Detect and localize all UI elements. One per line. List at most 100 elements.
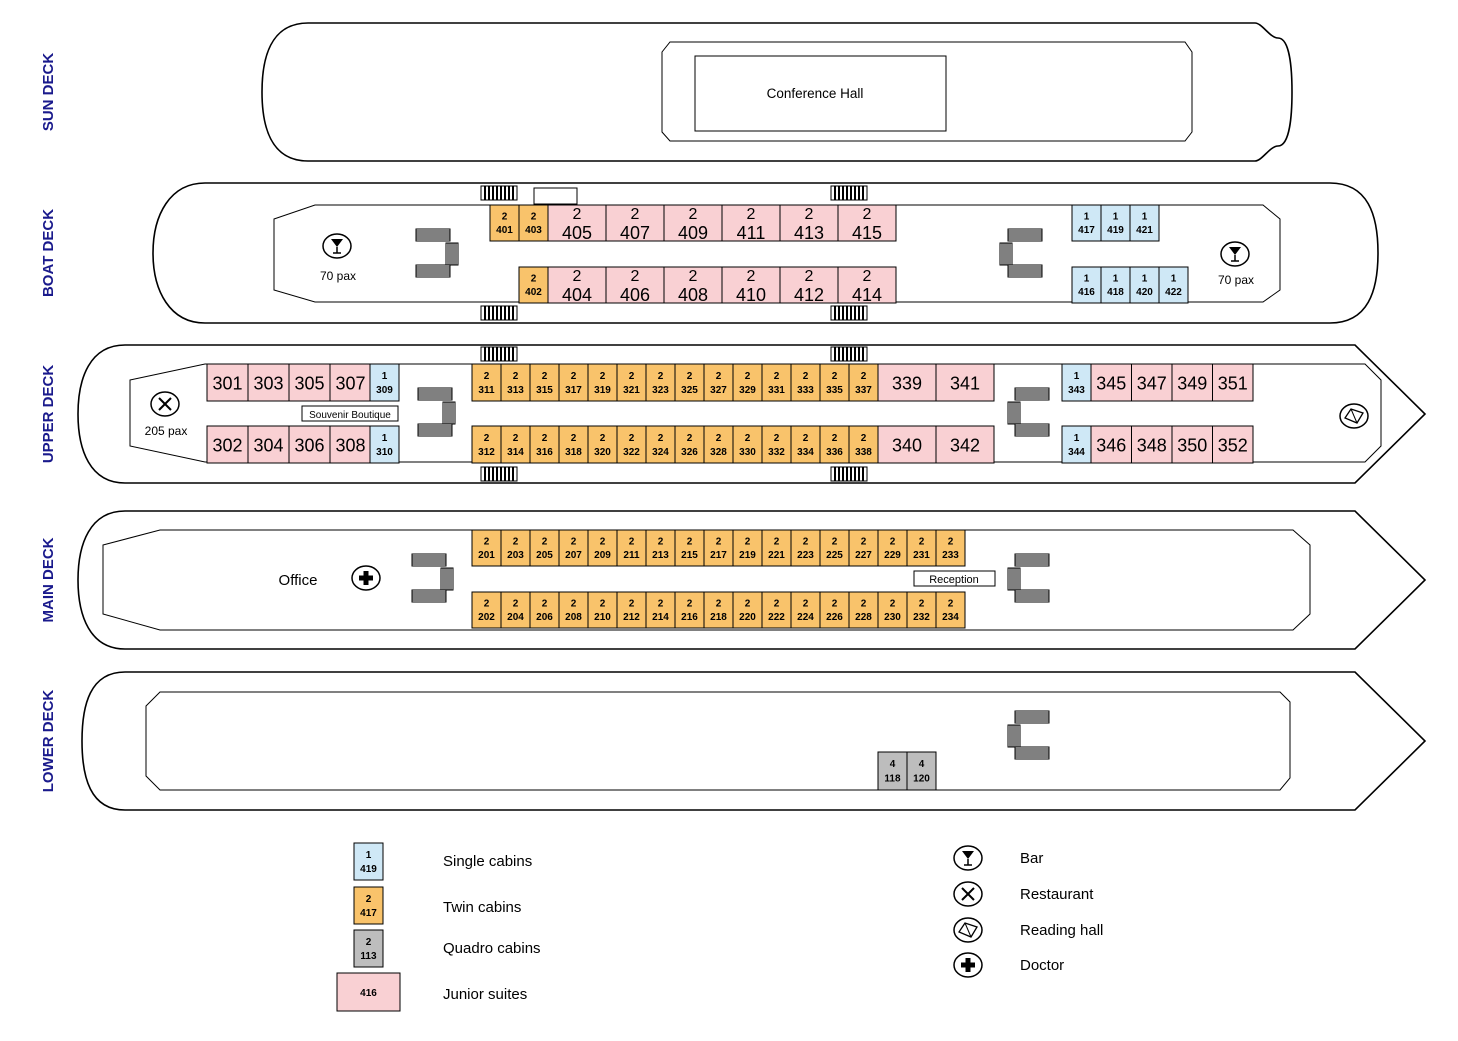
cabin-number: 306	[294, 436, 324, 456]
cabin-number: 326	[681, 447, 698, 458]
legend-label: Doctor	[1020, 957, 1064, 974]
reading-hall-icon	[1339, 403, 1369, 429]
cabin-number: 228	[855, 612, 872, 623]
cabin-345: 345	[1090, 363, 1132, 402]
cabin-berths: 2	[571, 598, 577, 609]
cabin-number: 206	[536, 612, 553, 623]
cabin-number: 347	[1137, 374, 1167, 394]
reception-label: Reception	[929, 574, 979, 586]
cabin-berths: 1	[1084, 273, 1090, 284]
cabin-berths: 2	[716, 536, 722, 547]
cabin-number: 321	[623, 385, 640, 396]
cabin-341: 341	[935, 363, 995, 402]
conference-hall-label: Conference Hall	[767, 86, 864, 101]
cabin-berths: 2	[687, 371, 693, 382]
cabin-berths: 2	[531, 211, 537, 222]
legend-cabin-berths: 2	[366, 894, 372, 905]
cabin-number: 230	[884, 612, 901, 623]
cabin-berths: 2	[745, 433, 751, 444]
cabin-berths: 2	[484, 433, 490, 444]
cabin-berths: 2	[658, 371, 664, 382]
cabin-berths: 2	[774, 536, 780, 547]
cabin-number: 316	[536, 447, 553, 458]
cabin-berths: 2	[600, 536, 606, 547]
cabin-berths: 2	[571, 371, 577, 382]
cabin-number: 416	[1078, 287, 1095, 298]
cabin-berths: 1	[382, 371, 388, 382]
bar-capacity-right: 70 pax	[1218, 273, 1254, 287]
cabin-number: 406	[620, 285, 650, 305]
cabin-berths: 2	[863, 268, 872, 285]
cabin-berths: 2	[571, 433, 577, 444]
cabin-number: 120	[913, 774, 930, 785]
cabin-number: 221	[768, 550, 785, 561]
cabin-number: 211	[623, 550, 640, 561]
cabin-number: 303	[253, 374, 283, 394]
cabin-berths: 2	[513, 433, 519, 444]
bar-icon	[322, 233, 352, 259]
cabin-346: 346	[1090, 425, 1132, 464]
cabin-number: 315	[536, 385, 553, 396]
cabin-berths: 2	[629, 598, 635, 609]
cabin-number: 345	[1096, 374, 1126, 394]
sun-deck: Conference Hall	[261, 22, 1293, 162]
cabin-302: 302	[206, 425, 249, 464]
cabin-number: 201	[478, 550, 495, 561]
legend-label: Quadro cabins	[443, 940, 541, 957]
cabin-berths: 1	[382, 433, 388, 444]
cabin-number: 308	[335, 436, 365, 456]
cabin-number: 419	[1107, 225, 1124, 236]
restaurant-icon	[953, 881, 983, 907]
cabin-number: 351	[1218, 374, 1248, 394]
cabin-berths: 2	[687, 598, 693, 609]
gangway-icon	[830, 185, 868, 201]
cabin-berths: 2	[774, 371, 780, 382]
cabin-number: 233	[942, 550, 959, 561]
conference-hall	[694, 55, 947, 132]
cabin-berths: 2	[745, 536, 751, 547]
cabin-berths: 2	[571, 536, 577, 547]
cabin-number: 342	[950, 436, 980, 456]
cabin-number: 338	[855, 447, 872, 458]
cabin-number: 340	[892, 436, 922, 456]
cabin-number: 408	[678, 285, 708, 305]
boat-deck-hatch	[533, 187, 578, 205]
cabin-berths: 2	[513, 536, 519, 547]
cabin-number: 413	[794, 223, 824, 243]
cabin-number: 225	[826, 550, 843, 561]
legend-cabin-berths: 2	[366, 937, 372, 948]
cabin-number: 404	[562, 285, 592, 305]
cabin-berths: 2	[513, 371, 519, 382]
cabin-number: 418	[1107, 287, 1124, 298]
cabin-number: 352	[1218, 436, 1248, 456]
legend-label: Restaurant	[1020, 886, 1094, 903]
cabin-berths: 2	[832, 433, 838, 444]
gangway-icon	[830, 346, 868, 362]
cabin-number: 411	[737, 223, 766, 243]
cabin-number: 405	[562, 223, 592, 243]
cabin-berths: 2	[747, 206, 756, 223]
